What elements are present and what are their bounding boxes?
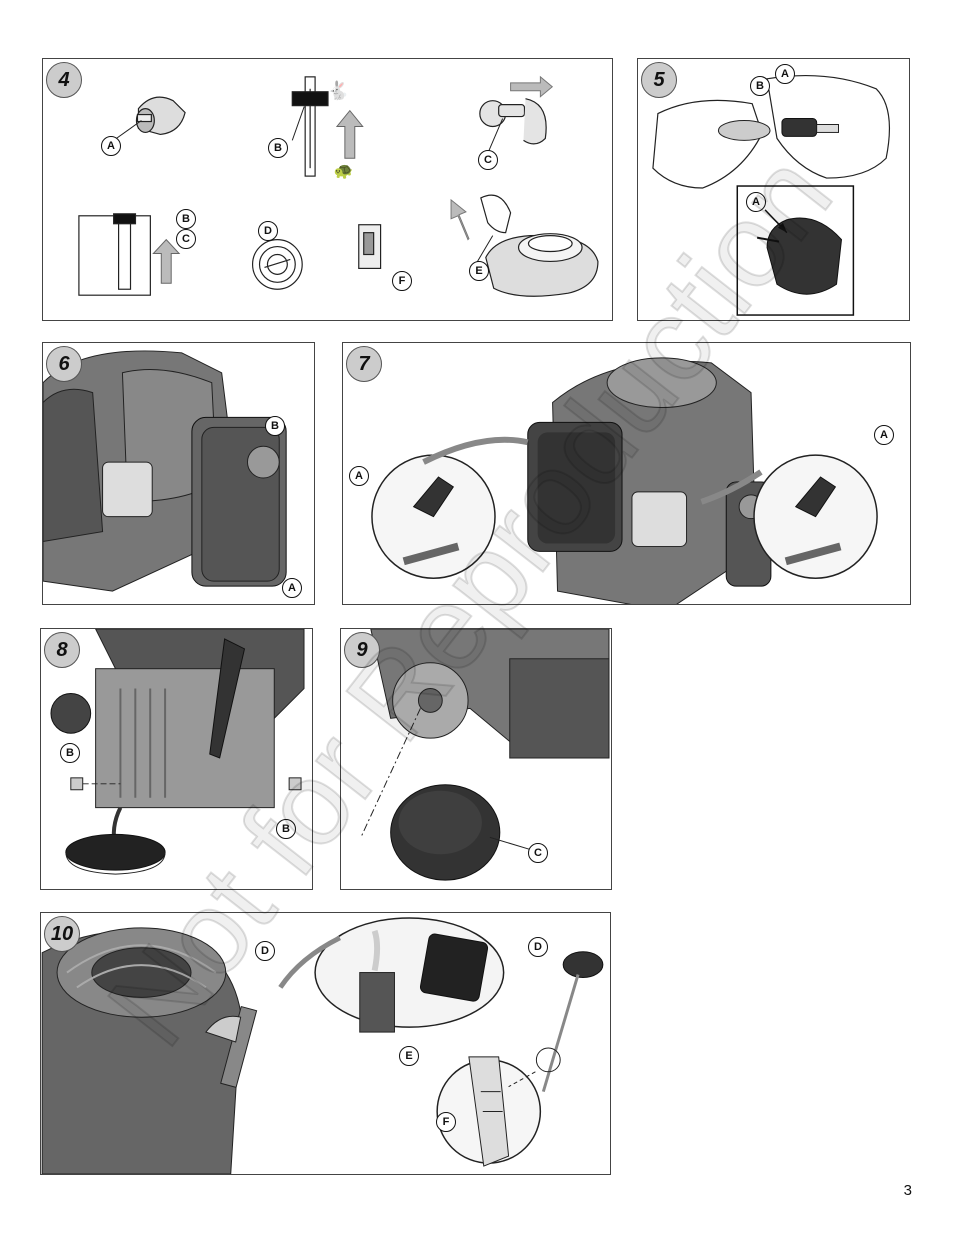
- callout-c: C: [176, 229, 196, 249]
- oil-fill-dipstick-illustration: [41, 917, 604, 1174]
- svg-text:🐇: 🐇: [327, 80, 349, 102]
- spark-plug-gap-illustration: [652, 74, 891, 316]
- step-number: 7: [346, 346, 382, 382]
- ignition-key-drawing: [479, 98, 547, 145]
- air-filter-engine-illustration: [43, 350, 287, 592]
- callout-b: B: [265, 416, 285, 436]
- callout-a: A: [349, 466, 369, 486]
- recoil-starter-drawing: [480, 194, 599, 297]
- callout-b: B: [750, 76, 770, 96]
- page-number: 3: [903, 1182, 912, 1199]
- figure-panel-5: 5 B A A: [637, 58, 910, 321]
- callout-b: B: [276, 819, 296, 839]
- callout-a: A: [874, 425, 894, 445]
- oil-drain-illustration: [50, 629, 305, 875]
- callout-a: A: [282, 578, 302, 598]
- callout-f: F: [436, 1112, 456, 1132]
- callout-c: C: [478, 150, 498, 170]
- figure-panel-7: 7 A A: [342, 342, 911, 605]
- step-number: 9: [344, 632, 380, 668]
- callout-d: D: [255, 941, 275, 961]
- callout-e: E: [469, 261, 489, 281]
- choke-knob-drawing: [135, 96, 186, 136]
- figure-panel-10: 10 D D E F: [40, 912, 611, 1175]
- callout-a: A: [775, 64, 795, 84]
- stop-switch-drawing: [358, 224, 382, 269]
- callout-a: A: [746, 192, 766, 212]
- svg-text:🐢: 🐢: [334, 161, 354, 180]
- step-number: 6: [46, 346, 82, 382]
- controls-illustration: 🐇 🐢: [78, 75, 599, 297]
- callout-f: F: [392, 271, 412, 291]
- throttle-lever-drawing: [291, 76, 329, 177]
- oil-filter-illustration: [360, 629, 610, 881]
- figure-panel-9: 9 C: [340, 628, 612, 890]
- step-number: 8: [44, 632, 80, 668]
- step-number: 10: [44, 916, 80, 952]
- step-number: 4: [46, 62, 82, 98]
- throttle-panel-drawing: [78, 213, 151, 296]
- callout-b: B: [176, 209, 196, 229]
- spark-plug-wire-illustration: [371, 357, 878, 604]
- callout-a: A: [101, 136, 121, 156]
- callout-e: E: [399, 1046, 419, 1066]
- callout-c: C: [528, 843, 548, 863]
- step-number: 5: [641, 62, 677, 98]
- figure-panel-6: 6 B A: [42, 342, 315, 605]
- callout-d: D: [258, 221, 278, 241]
- figure-panel-8: 8 B B: [40, 628, 313, 890]
- figure-panel-4: 4 🐇 🐢: [42, 58, 613, 321]
- callout-b: B: [268, 138, 288, 158]
- fuel-cap-drawing: [251, 239, 303, 290]
- callout-d: D: [528, 937, 548, 957]
- callout-b: B: [60, 743, 80, 763]
